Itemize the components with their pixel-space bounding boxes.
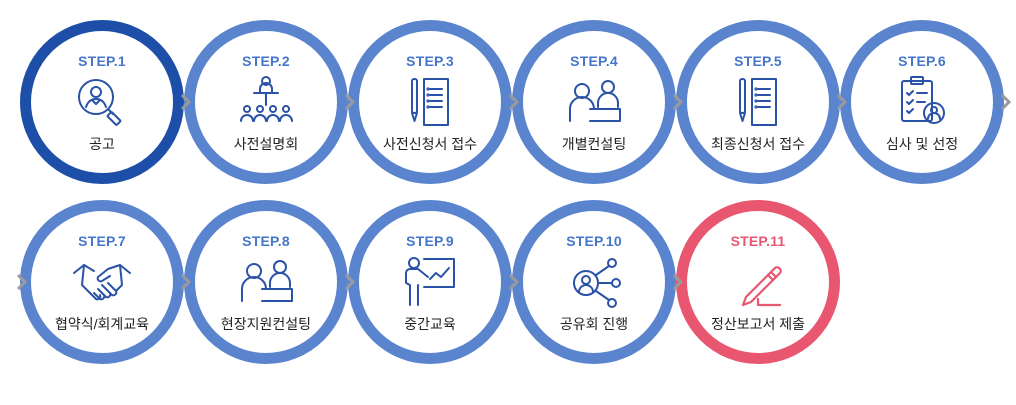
step-name: 공고 (89, 136, 115, 152)
presenter-chart-icon (400, 255, 460, 309)
step-2: STEP.2 사전설명회 (184, 20, 348, 184)
step-name: 사전설명회 (233, 136, 299, 152)
chevron-right-icon (672, 93, 684, 111)
step-4: STEP.4 개별컨설팅 (512, 20, 676, 184)
step-11: STEP.11 정산보고서 제출 (676, 200, 840, 364)
step-name: 심사 및 선정 (885, 136, 959, 152)
chevron-right-icon (180, 93, 192, 111)
step-8: STEP.8 현장지원컨설팅 (184, 200, 348, 364)
step-10: STEP.10 공유회 진행 (512, 200, 676, 364)
pen-document-icon (400, 75, 460, 129)
step-label: STEP.8 (242, 233, 290, 249)
consulting-people-icon (236, 255, 296, 309)
chevron-right-icon (672, 273, 684, 291)
step-label: STEP.4 (570, 53, 618, 69)
step-name: 정산보고서 제출 (710, 316, 806, 332)
chevron-right-icon (508, 93, 520, 111)
chevron-right-icon (16, 273, 28, 291)
step-label: STEP.10 (566, 233, 622, 249)
step-label: STEP.6 (898, 53, 946, 69)
chevron-right-icon (344, 273, 356, 291)
step-label: STEP.5 (734, 53, 782, 69)
chevron-right-icon (836, 93, 848, 111)
step-name: 현장지원컨설팅 (220, 316, 312, 332)
chevron-right-icon (180, 273, 192, 291)
step-7: STEP.7 협약식/회계교육 (20, 200, 184, 364)
step-3: STEP.3 사전신청서 접수 (348, 20, 512, 184)
step-1: STEP.1 공고 (20, 20, 184, 184)
step-label: STEP.9 (406, 233, 454, 249)
consulting-people-icon (564, 75, 624, 129)
step-name: 중간교육 (404, 316, 456, 332)
step-name: 협약식/회계교육 (54, 316, 150, 332)
handshake-icon (72, 255, 132, 309)
pencil-edit-icon (728, 255, 788, 309)
step-9: STEP.9 중간교육 (348, 200, 512, 364)
presentation-audience-icon (236, 75, 296, 129)
step-name: 최종신청서 접수 (710, 136, 806, 152)
step-label: STEP.7 (78, 233, 126, 249)
chevron-right-icon (508, 273, 520, 291)
step-name: 사전신청서 접수 (382, 136, 478, 152)
step-name: 개별컨설팅 (561, 136, 627, 152)
step-label: STEP.3 (406, 53, 454, 69)
network-share-icon (564, 255, 624, 309)
chevron-right-icon (344, 93, 356, 111)
step-label: STEP.11 (730, 233, 786, 249)
step-label: STEP.1 (78, 53, 126, 69)
step-5: STEP.5 최종신청서 접수 (676, 20, 840, 184)
search-person-icon (72, 75, 132, 129)
step-label: STEP.2 (242, 53, 290, 69)
pen-document-icon (728, 75, 788, 129)
step-name: 공유회 진행 (559, 316, 629, 332)
chevron-right-icon (1000, 93, 1012, 111)
clipboard-review-icon (892, 75, 952, 129)
step-6: STEP.6 심사 및 선정 (840, 20, 1004, 184)
